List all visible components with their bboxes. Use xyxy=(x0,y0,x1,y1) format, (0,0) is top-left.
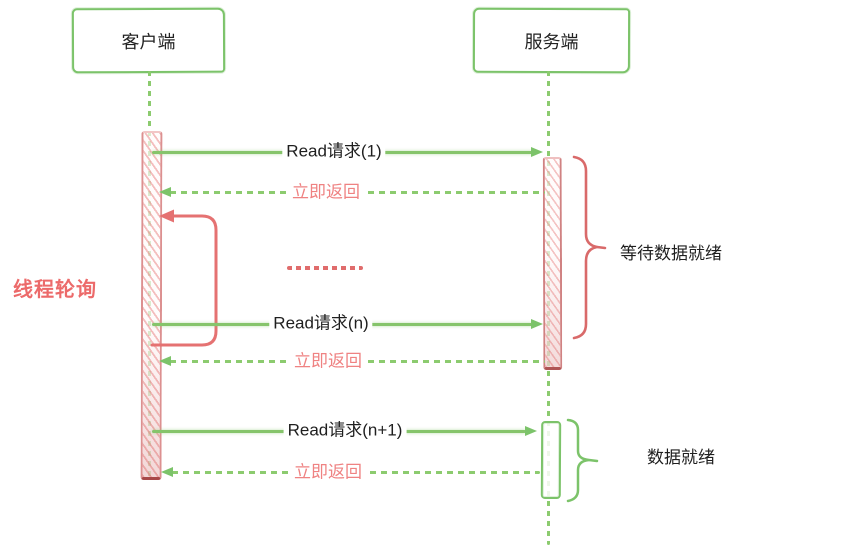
arrowhead-left-icon xyxy=(159,356,171,366)
arrowhead-left-icon xyxy=(159,187,171,197)
activation-bar-server-waiting xyxy=(542,156,563,371)
message-label-readn: Read请求(n) xyxy=(269,312,373,334)
activation-bar-server-ready xyxy=(540,420,562,500)
actor-label-server: 服务端 xyxy=(524,31,579,52)
message-label-return2: 立即返回 xyxy=(290,350,366,372)
actor-label-client: 客户端 xyxy=(121,31,176,52)
actor-box-server: 服务端 xyxy=(472,7,631,74)
arrowhead-right-icon xyxy=(531,147,543,157)
message-label-return3: 立即返回 xyxy=(290,461,366,483)
waiting-brace-icon xyxy=(572,155,607,340)
label-data-ready: 数据就绪 xyxy=(647,448,715,467)
loop-arrow-icon xyxy=(150,209,218,347)
label-waiting-data-ready: 等待数据就绪 xyxy=(620,244,722,263)
ready-brace-icon xyxy=(566,418,599,503)
message-label-readn1: Read请求(n+1) xyxy=(283,419,407,441)
actor-box-client: 客户端 xyxy=(71,7,226,74)
message-label-read1: Read请求(1) xyxy=(282,140,386,162)
arrowhead-right-icon xyxy=(525,426,537,436)
label-thread-polling: 线程轮询 xyxy=(13,279,97,301)
ellipsis-dots xyxy=(287,266,363,270)
arrowhead-left-icon xyxy=(161,467,173,477)
arrowhead-right-icon xyxy=(531,319,543,329)
message-label-return1: 立即返回 xyxy=(288,181,364,203)
